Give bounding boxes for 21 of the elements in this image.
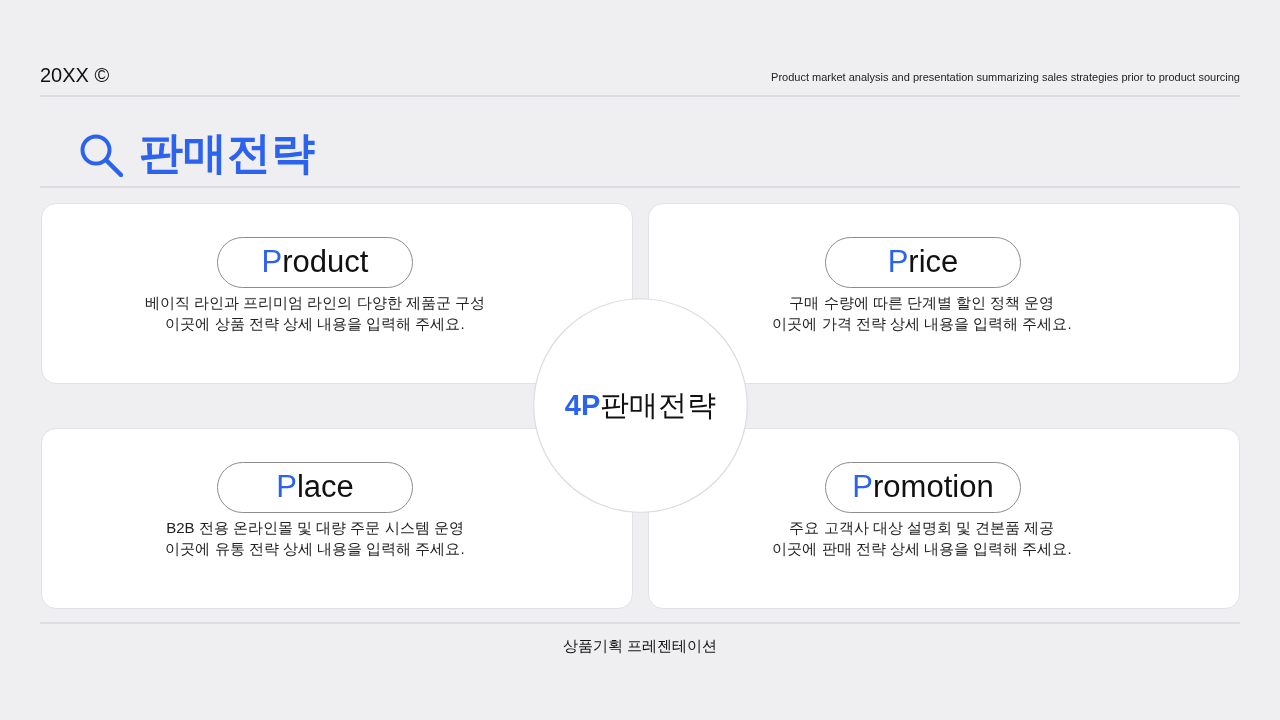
- content-card: [41, 428, 633, 609]
- description-text: 베이직 라인과 프리미엄 라인의 다양한 제품군 구성: [144, 293, 486, 313]
- heading-pill: Price: [825, 237, 1021, 288]
- description-text: 이곳에 가격 전략 상세 내용을 입력해 주세요.: [771, 314, 1073, 334]
- content-card: [648, 203, 1240, 384]
- heading-pill: Product: [217, 237, 413, 288]
- description-text: 주요 고객사 대상 설명회 및 견본품 제공: [788, 518, 1056, 538]
- heading-pill: Place: [217, 462, 413, 513]
- heading-pill: Promotion: [825, 462, 1021, 513]
- description-text: 구매 수량에 따른 단계별 할인 정책 운영: [788, 293, 1056, 313]
- page-title: 판매전략: [139, 127, 315, 179]
- description-text: 이곳에 유통 전략 상세 내용을 입력해 주세요.: [164, 539, 466, 559]
- description-text: 이곳에 상품 전략 상세 내용을 입력해 주세요.: [164, 314, 466, 334]
- center-circle: 4P판매전략: [533, 298, 748, 513]
- year-text: 20XX ©: [40, 64, 110, 87]
- description-text: B2B 전용 온라인몰 및 대량 주문 시스템 운영: [165, 518, 465, 538]
- footer-text: 상품기획 프레젠테이션: [562, 637, 718, 656]
- content-card: [648, 428, 1240, 609]
- description-text: 이곳에 판매 전략 상세 내용을 입력해 주세요.: [771, 539, 1073, 559]
- content-card: [41, 203, 633, 384]
- subtitle-text: Product market analysis and presentation summarizing sales strategies prior to product sourcing: [771, 71, 1240, 83]
